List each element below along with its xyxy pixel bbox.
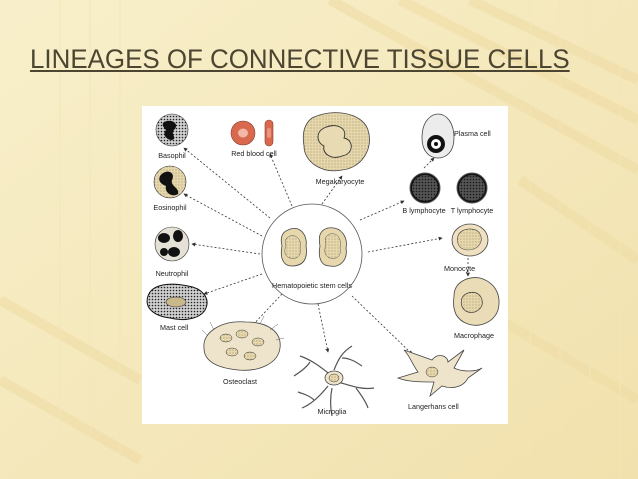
lineage-diagram-svg: Hematopoietic stem cells Basophil Red bl… [146,112,500,417]
microglia-cell: Microglia [293,345,375,417]
langerhans-cell-shape: Langerhans cell [396,349,483,411]
eosinophil-label: Eosinophil [153,203,187,212]
macrophage-label: Macrophage [454,331,494,340]
b-lymphocyte-cell: B lymphocyte [402,172,446,215]
slide-title: LINEAGES OF CONNECTIVE TISSUE CELLS [30,44,570,74]
hematopoietic-stem-cells: Hematopoietic stem cells [261,203,363,305]
monocyte-cell: Monocyte [444,223,489,273]
megakaryocyte-cell: Megakaryocyte [302,112,370,186]
t-lymphocyte-cell: T lymphocyte [451,172,494,215]
microglia-label: Microglia [318,407,347,416]
lineage-diagram: Hematopoietic stem cells Basophil Red bl… [142,106,508,424]
mast-cell-label: Mast cell [160,323,189,332]
plasma-cell-label: Plasma cell [454,129,491,138]
basophil-label: Basophil [158,151,186,160]
eosinophil-cell: Eosinophil [153,165,187,212]
red-blood-cell-label: Red blood cell [231,149,277,158]
osteoclast-label: Osteoclast [223,377,257,386]
neutrophil-label: Neutrophil [156,269,189,278]
osteoclast-cell: Osteoclast [201,315,285,386]
basophil-cell: Basophil [155,113,189,160]
megakaryocyte-label: Megakaryocyte [316,177,365,186]
mast-cell-shape: Mast cell [146,283,208,332]
plasma-cell-shape: Plasma cell [421,113,491,159]
macrophage-cell: Macrophage [453,277,500,340]
b-lymphocyte-label: B lymphocyte [402,206,445,215]
lineage-arrows [183,147,470,355]
red-blood-cell-shape: Red blood cell [230,119,277,158]
monocyte-label: Monocyte [444,264,475,273]
langerhans-cell-label: Langerhans cell [408,402,459,411]
t-lymphocyte-label: T lymphocyte [451,206,494,215]
center-label: Hematopoietic stem cells [272,281,352,290]
neutrophil-cell: Neutrophil [154,226,190,278]
